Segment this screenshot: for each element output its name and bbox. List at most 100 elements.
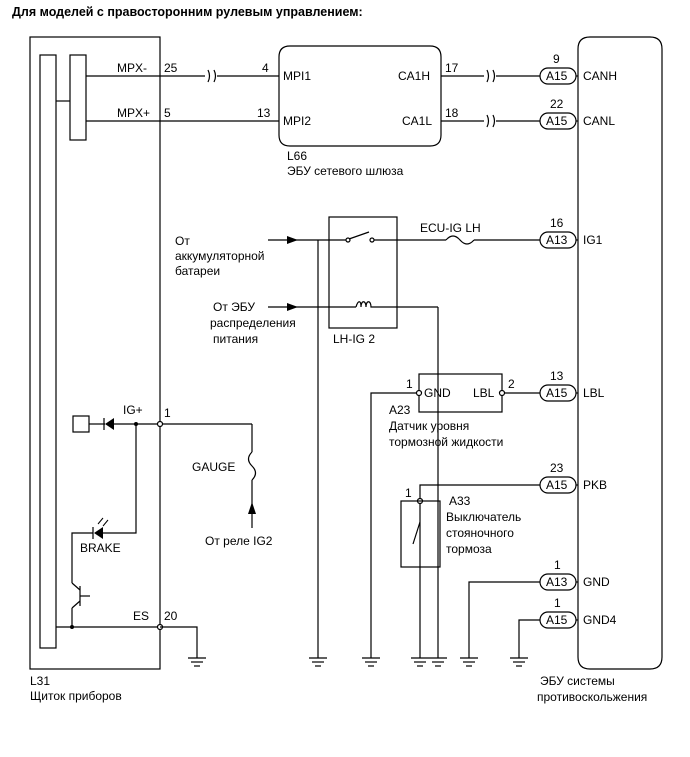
gnd4-label: GND4	[583, 613, 617, 627]
skid-control-ecu-box	[577, 36, 663, 670]
es-label: ES	[133, 609, 149, 623]
gauge-label: GAUGE	[192, 460, 235, 474]
mpi2-label: MPI2	[283, 114, 311, 128]
mpx-plus-label: MPX+	[117, 106, 150, 120]
svg-text:От ЭБУ: От ЭБУ	[213, 300, 255, 314]
fuse-label: ECU-IG LH	[420, 221, 481, 235]
relay-name: LH-IG 2	[333, 332, 375, 346]
svg-text:2: 2	[508, 377, 515, 391]
svg-text:A13: A13	[546, 575, 568, 589]
canl-label: CANL	[583, 114, 615, 128]
relay-contact	[348, 231, 370, 240]
switch-code: A33	[449, 494, 471, 508]
ecu-ig-lh-fuse-icon	[445, 235, 475, 245]
ground-icon	[460, 657, 478, 667]
svg-text:тормоза: тормоза	[446, 542, 492, 556]
relay-lh-ig2-box	[328, 216, 398, 329]
gateway-name: ЭБУ сетевого шлюза	[287, 164, 404, 178]
ground-icon	[309, 657, 327, 667]
svg-text:Датчик уровня: Датчик уровня	[389, 419, 469, 433]
pin-ca1l: 18	[445, 106, 459, 120]
cluster-name: Щиток приборов	[30, 689, 122, 703]
skid-ecu-name-line2: противоскольжения	[537, 690, 647, 704]
mpi1-label: MPI1	[283, 69, 311, 83]
svg-text:стояночного: стояночного	[446, 526, 514, 540]
pin-mpx-plus: 5	[164, 106, 171, 120]
transistor-icon	[71, 582, 81, 591]
svg-text:Выключатель: Выключатель	[446, 510, 521, 524]
svg-text:13: 13	[550, 369, 564, 383]
pin-mpi1: 4	[262, 61, 269, 75]
svg-text:A15: A15	[546, 613, 568, 627]
svg-text:батареи: батареи	[175, 264, 220, 278]
sensor-gnd-label: GND	[424, 386, 451, 400]
svg-text:9: 9	[553, 52, 560, 66]
cluster-code: L31	[30, 674, 50, 688]
lbl-label: LBL	[583, 386, 605, 400]
ground-icon	[411, 657, 429, 667]
svg-text:1: 1	[405, 486, 412, 500]
gnd-label: GND	[583, 575, 610, 589]
svg-text:22: 22	[550, 97, 564, 111]
pin-ig: 1	[164, 406, 171, 420]
relay-coil-icon	[355, 301, 373, 308]
svg-text:23: 23	[550, 461, 564, 475]
ca1h-label: CA1H	[398, 69, 430, 83]
pin-ca1h: 17	[445, 61, 459, 75]
battery-arrow-icon	[287, 236, 298, 244]
instrument-cluster-box	[29, 36, 161, 670]
pin-es: 20	[164, 609, 178, 623]
ground-icon	[188, 657, 206, 667]
ig1-label: IG1	[583, 233, 603, 247]
mpx-minus-break	[207, 69, 217, 83]
gateway-code: L66	[287, 149, 307, 163]
mpx-minus-label: MPX-	[117, 61, 147, 75]
pkb-label: PKB	[583, 478, 607, 492]
svg-text:аккумуляторной: аккумуляторной	[175, 249, 265, 263]
skid-ecu-name-line1: ЭБУ системы	[540, 674, 615, 688]
gnd4-a15-wire	[518, 619, 540, 658]
svg-text:питания: питания	[213, 332, 258, 346]
ca1l-label: CA1L	[402, 114, 432, 128]
canh-label: CANH	[583, 69, 617, 83]
brake-label: BRAKE	[80, 541, 121, 555]
svg-text:1: 1	[406, 377, 413, 391]
svg-text:1: 1	[554, 558, 561, 572]
ig-diode-icon	[105, 418, 114, 430]
gateway-ecu-box	[278, 45, 442, 147]
pin-mpi2: 13	[257, 106, 271, 120]
parking-switch-contact	[412, 521, 421, 545]
svg-text:тормозной жидкости: тормозной жидкости	[389, 435, 503, 449]
pin-mpx-minus: 25	[164, 61, 178, 75]
ground-icon	[429, 657, 447, 667]
sensor-lbl-label: LBL	[473, 386, 495, 400]
sensor-ground-wire	[370, 392, 419, 658]
gauge-fuse-icon	[247, 451, 257, 481]
pkb-wire	[419, 484, 540, 658]
gauge-arrow-icon	[248, 502, 256, 514]
ig-plus-label: IG+	[123, 403, 143, 417]
svg-text:распределения: распределения	[210, 316, 296, 330]
ig-resistor-icon	[72, 415, 90, 433]
svg-text:A15: A15	[546, 114, 568, 128]
ground-icon	[362, 657, 380, 667]
svg-text:От: От	[175, 234, 190, 248]
brake-led-icon	[94, 527, 103, 539]
gnd-a13-wire	[468, 581, 540, 658]
svg-text:A15: A15	[546, 386, 568, 400]
svg-text:16: 16	[550, 216, 564, 230]
ecu-arrow-icon	[287, 303, 298, 311]
es-ground-wire	[160, 626, 198, 658]
svg-text:A13: A13	[546, 233, 568, 247]
sensor-code: A23	[389, 403, 411, 417]
gauge-source: От реле IG2	[205, 534, 273, 548]
parking-brake-switch-box	[400, 500, 441, 568]
diagram-title: Для моделей с правосторонним рулевым упр…	[12, 5, 363, 19]
svg-text:A15: A15	[546, 478, 568, 492]
svg-text:A15: A15	[546, 69, 568, 83]
cluster-mpx-block	[69, 54, 87, 141]
cluster-inner-bar	[39, 54, 57, 649]
svg-text:1: 1	[554, 596, 561, 610]
ground-icon	[510, 657, 528, 667]
